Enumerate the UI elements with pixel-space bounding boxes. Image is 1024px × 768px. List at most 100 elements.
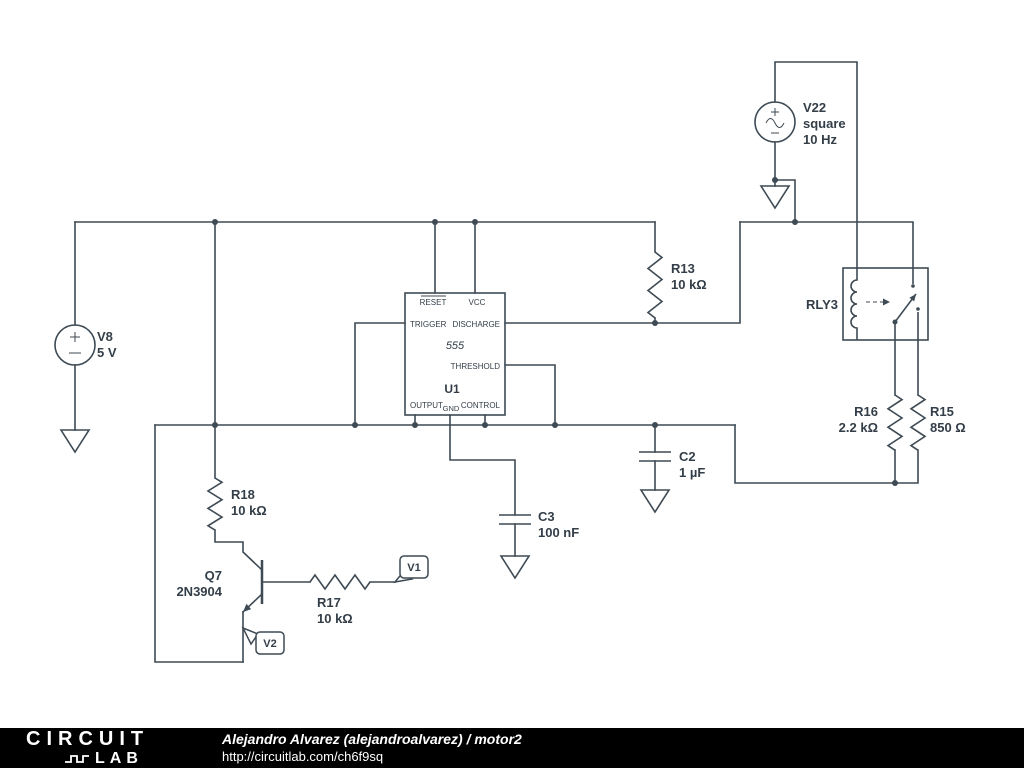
wave-glyph	[765, 118, 785, 128]
resistor-zigzag	[206, 477, 224, 531]
relay-contact	[911, 284, 915, 288]
component-u1-555-timer[interactable]: RESET VCC TRIGGER DISCHARGE 555 THRESHOL…	[404, 292, 506, 416]
junction-dot	[652, 320, 658, 326]
probe-flag-box	[399, 555, 429, 579]
relay-lever-arrow	[909, 294, 916, 302]
ac-source-icon	[754, 101, 796, 143]
component-value: 10 kΩ	[317, 611, 353, 626]
wire	[504, 364, 556, 426]
plus-sign	[70, 332, 80, 342]
project-name: motor2	[474, 731, 522, 748]
plus-sign	[771, 108, 779, 116]
component-value: square	[803, 116, 846, 131]
component-v8-dc-source[interactable]: V8 5 V	[54, 324, 117, 366]
ground-symbols	[59, 185, 791, 580]
schematic-canvas: V8 5 V V22 square 10 Hz R13 10 kΩ R18 10…	[54, 61, 966, 663]
wire	[504, 221, 741, 324]
pin-label-trigger: TRIGGER	[410, 320, 447, 329]
junction-dot	[652, 422, 658, 428]
wire	[734, 424, 919, 484]
ic-body	[404, 292, 506, 416]
circuitlab-logo[interactable]: CIRCUIT LAB	[26, 729, 176, 767]
component-value: 10 kΩ	[671, 277, 707, 292]
component-value: 850 Ω	[930, 420, 966, 435]
component-ref: R15	[930, 404, 954, 419]
component-r13-resistor[interactable]: R13 10 kΩ	[646, 251, 707, 319]
wire	[354, 322, 406, 426]
pin-label-gnd: GND	[443, 404, 460, 413]
component-ref: R18	[231, 487, 255, 502]
junction-dot	[772, 177, 778, 183]
junction-dot	[472, 219, 478, 225]
ic-part-number: 555	[446, 340, 465, 352]
author-project-line: Alejandro Alvarez (alejandroalvarez) / m…	[222, 730, 522, 748]
pin-label-reset: RESET	[420, 298, 447, 307]
component-value: 5 V	[97, 345, 117, 360]
component-rly3-relay[interactable]: RLY3	[806, 267, 929, 341]
junction-dot	[352, 422, 358, 428]
resistor-zigzag	[646, 251, 664, 319]
resistor-zigzag	[309, 573, 371, 591]
component-ref: C2	[679, 449, 696, 464]
component-value: 2N3904	[176, 584, 222, 599]
emitter-arrow	[243, 603, 252, 612]
component-c2-capacitor[interactable]: C2 1 µF	[639, 449, 705, 480]
component-ref: R17	[317, 595, 341, 610]
component-c3-capacitor[interactable]: C3 100 nF	[499, 509, 579, 540]
component-r18-resistor[interactable]: R18 10 kΩ	[206, 477, 267, 531]
probe-label: V2	[263, 638, 276, 650]
junction-dot	[892, 480, 898, 486]
probe-flag-box	[255, 631, 285, 655]
ground-symbol	[639, 489, 671, 514]
relay-second-contact	[916, 307, 920, 311]
probe-v2[interactable]: V2	[241, 626, 285, 655]
junction-dot	[212, 219, 218, 225]
component-q7-npn-transistor[interactable]: Q7 2N3904	[176, 560, 264, 612]
dc-source-icon	[54, 324, 96, 366]
junction-dot	[412, 422, 418, 428]
component-r16-resistor[interactable]: R16 2.2 kΩ	[839, 394, 904, 451]
resistor-zigzag	[909, 394, 927, 451]
pin-label-vcc: VCC	[469, 298, 486, 307]
component-value: 100 nF	[538, 525, 579, 540]
footer-meta: Alejandro Alvarez (alejandroalvarez) / m…	[222, 730, 522, 765]
component-value: 1 µF	[679, 465, 705, 480]
junction-dot	[792, 219, 798, 225]
wire	[774, 61, 858, 269]
pin-label-control: CONTROL	[461, 401, 501, 410]
wire-group	[74, 61, 919, 663]
pin-label-discharge: DISCHARGE	[452, 320, 500, 329]
component-r17-resistor[interactable]: R17 10 kΩ	[309, 573, 371, 626]
ground-symbol	[759, 185, 791, 210]
junction-dot	[432, 219, 438, 225]
wire	[739, 221, 914, 269]
component-ref: Q7	[205, 568, 222, 583]
footer-bar: CIRCUIT LAB Alejandro Alvarez (alejandro…	[0, 728, 1024, 768]
junction-dot	[212, 422, 218, 428]
wire	[154, 424, 244, 663]
component-ref: V22	[803, 100, 826, 115]
logo-waveform-icon	[65, 755, 89, 763]
capacitor-plates	[499, 514, 531, 525]
pin-label-output: OUTPUT	[410, 401, 443, 410]
component-value: 10 kΩ	[231, 503, 267, 518]
component-v22-square-source[interactable]: V22 square 10 Hz	[754, 100, 846, 147]
relay-coil	[850, 268, 858, 340]
component-ref: RLY3	[806, 297, 838, 312]
component-value: 2.2 kΩ	[839, 420, 878, 435]
component-ref: V8	[97, 329, 113, 344]
component-ref: U1	[444, 382, 460, 396]
resistor-zigzag	[886, 394, 904, 451]
junction-dot	[552, 422, 558, 428]
component-value: 10 Hz	[803, 132, 837, 147]
probe-v1[interactable]: V1	[393, 555, 429, 584]
wire	[449, 414, 516, 516]
junction-dot	[482, 422, 488, 428]
circuit-url-link[interactable]: http://circuitlab.com/ch6f9sq	[222, 748, 384, 764]
probe-label: V1	[407, 562, 420, 574]
relay-actuation-arrow	[883, 298, 890, 306]
component-r15-resistor[interactable]: R15 850 Ω	[909, 394, 966, 451]
capacitor-plates	[639, 451, 671, 462]
probe-flag-tail	[241, 626, 260, 646]
